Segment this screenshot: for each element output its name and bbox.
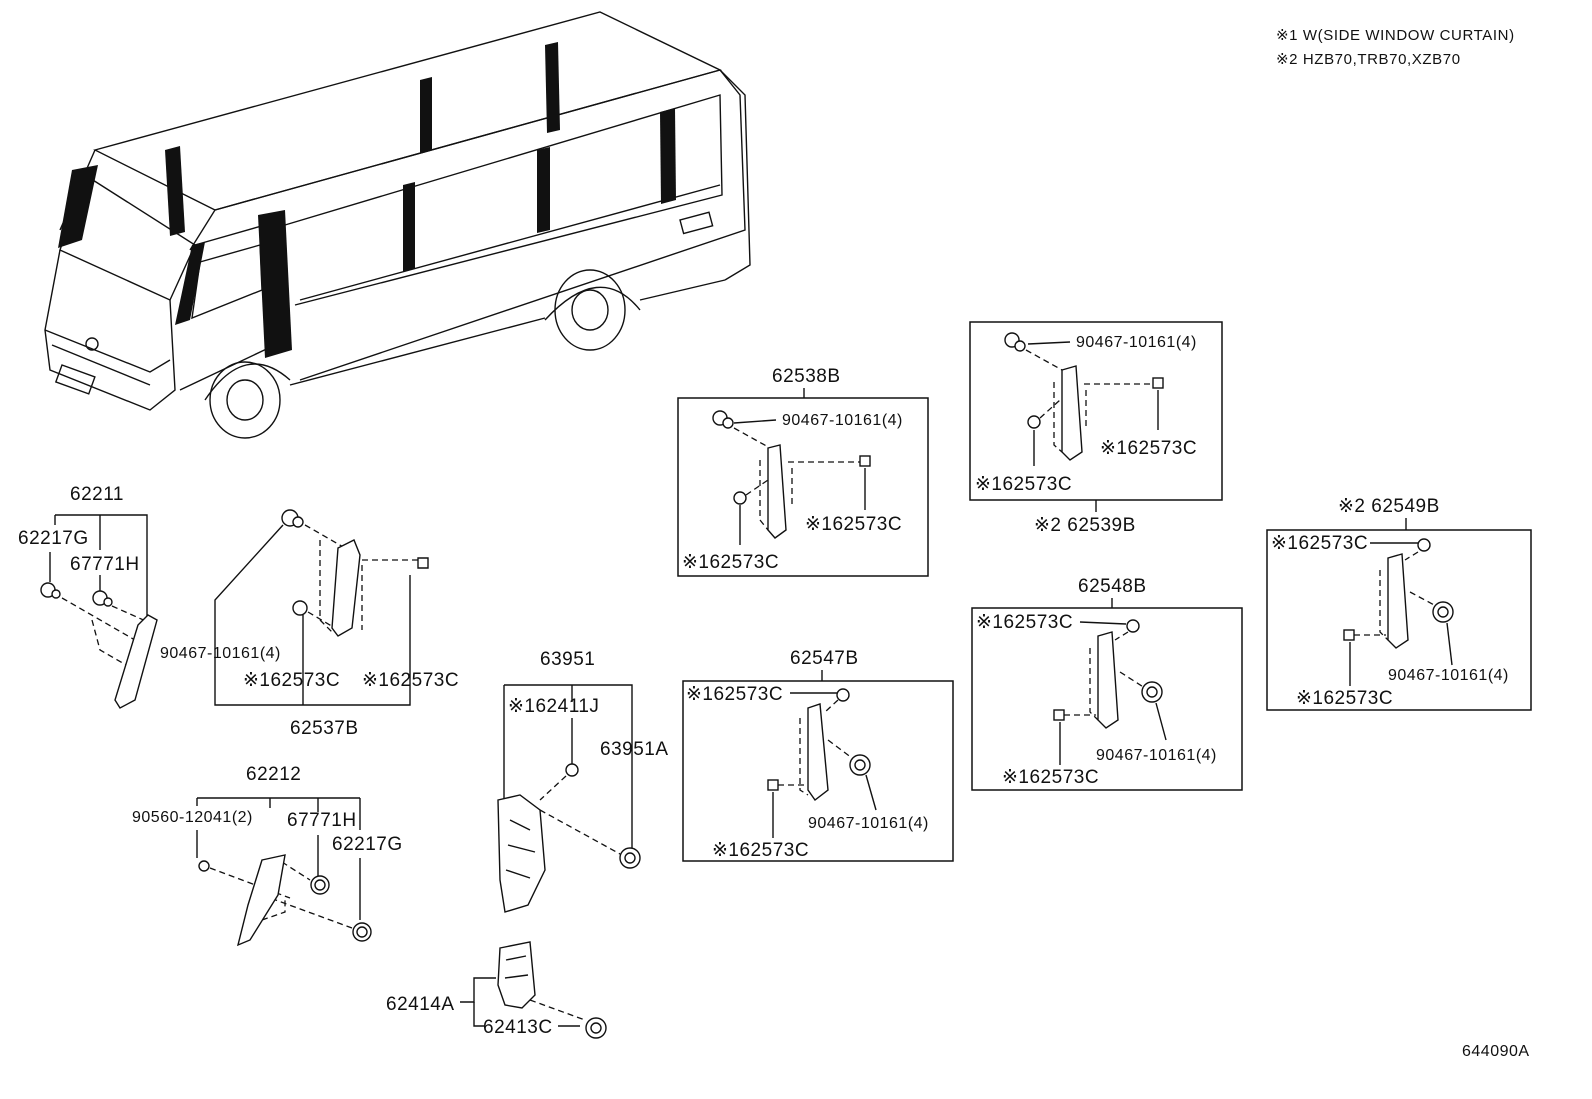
label-62573C-c1: ※162573C bbox=[686, 684, 783, 705]
pin-icon bbox=[767, 779, 779, 791]
label-62549B: ※2 62549B bbox=[1338, 496, 1440, 517]
group-62211: 62211 62217G 67771H bbox=[18, 484, 158, 709]
screw-icon bbox=[1141, 681, 1163, 703]
label-62573C-e2: ※162573C bbox=[1002, 767, 1099, 788]
label-90467-e: 90467-10161(4) bbox=[1096, 747, 1217, 764]
pin-icon bbox=[1152, 377, 1164, 389]
clip-icon bbox=[198, 860, 210, 872]
group-63951: 63951 ※162411J 63951A bbox=[497, 649, 669, 913]
group-62549B: ※2 62549B ※162573C 90467-10161(4) ※16257… bbox=[1266, 496, 1532, 711]
note-1: ※1 W(SIDE WINDOW CURTAIN) bbox=[1276, 27, 1515, 44]
label-62573C-d1: ※162573C bbox=[1100, 438, 1197, 459]
group-62548B: 62548B ※162573C 90467-10161(4) ※162573C bbox=[971, 576, 1243, 791]
label-62217G-a: 62217G bbox=[18, 528, 89, 549]
screw-icon bbox=[310, 875, 330, 895]
clip-icon bbox=[1004, 332, 1026, 352]
group-62414A: 62414A 62413C bbox=[386, 941, 607, 1039]
clip-icon bbox=[92, 590, 113, 607]
label-90467-a: 90467-10161(4) bbox=[160, 645, 281, 662]
label-62573C-c2: ※162573C bbox=[712, 840, 809, 861]
group-62538B: 62538B 90467-10161(4) ※162573C ※162573C bbox=[677, 366, 929, 577]
screw-icon bbox=[849, 754, 871, 776]
clip-icon bbox=[712, 410, 734, 429]
group-62547B: 62547B ※162573C 90467-10161(4) ※162573C bbox=[682, 648, 954, 862]
pin-icon bbox=[417, 557, 429, 569]
clip-icon bbox=[1027, 415, 1041, 429]
clip-icon bbox=[733, 491, 747, 505]
label-62217G-b: 62217G bbox=[332, 834, 403, 855]
pin-icon bbox=[859, 455, 871, 467]
label-62573C-b1: ※162573C bbox=[805, 514, 902, 535]
clip-icon bbox=[281, 509, 304, 528]
screw-icon bbox=[619, 847, 641, 869]
screw-icon bbox=[352, 922, 372, 942]
note-2: ※2 HZB70,TRB70,XZB70 bbox=[1276, 51, 1461, 68]
label-62573C-a1: ※162573C bbox=[243, 670, 340, 691]
pin-icon bbox=[1053, 709, 1065, 721]
label-62573C-e1: ※162573C bbox=[976, 612, 1073, 633]
clip-icon bbox=[1126, 619, 1140, 633]
label-62211: 62211 bbox=[70, 484, 124, 505]
bus-icon bbox=[44, 11, 751, 439]
label-67771H-b: 67771H bbox=[287, 810, 357, 831]
label-90467-d: 90467-10161(4) bbox=[1076, 334, 1197, 351]
illustration-id: 644090A bbox=[1462, 1043, 1530, 1060]
label-62548B: 62548B bbox=[1078, 576, 1147, 597]
clip-icon bbox=[292, 600, 308, 616]
label-62573C-f1: ※162573C bbox=[1271, 533, 1368, 554]
label-67771H-a: 67771H bbox=[70, 554, 140, 575]
label-62413C: 62413C bbox=[483, 1017, 553, 1038]
label-62537B: 62537B bbox=[290, 718, 359, 739]
label-62547B: 62547B bbox=[790, 648, 859, 669]
label-62573C-a2: ※162573C bbox=[362, 670, 459, 691]
clip-icon bbox=[40, 582, 61, 599]
label-62538B: 62538B bbox=[772, 366, 841, 387]
label-63951: 63951 bbox=[540, 649, 595, 670]
label-62414A: 62414A bbox=[386, 994, 455, 1015]
label-63951A: 63951A bbox=[600, 739, 669, 760]
label-62573C-d2: ※162573C bbox=[975, 474, 1072, 495]
group-62539B: 90467-10161(4) ※162573C ※162573C ※2 6253… bbox=[969, 321, 1223, 536]
label-62573C-f2: ※162573C bbox=[1296, 688, 1393, 709]
label-62573C-b2: ※162573C bbox=[682, 552, 779, 573]
screw-icon bbox=[585, 1017, 607, 1039]
label-62411J: ※162411J bbox=[508, 696, 599, 717]
label-90467-c: 90467-10161(4) bbox=[808, 815, 929, 832]
clip-icon bbox=[565, 763, 579, 777]
label-90467-f: 90467-10161(4) bbox=[1388, 667, 1509, 684]
clip-icon bbox=[1417, 538, 1431, 552]
group-62212: 62212 90560-12041(2) 67771H 62217G bbox=[132, 764, 403, 947]
label-90467-b: 90467-10161(4) bbox=[782, 412, 903, 429]
group-62537B: 90467-10161(4) ※162573C ※162573C 62537B bbox=[160, 509, 459, 739]
label-62212: 62212 bbox=[246, 764, 301, 785]
screw-icon bbox=[1432, 601, 1454, 623]
clip-icon bbox=[836, 688, 850, 702]
label-90560: 90560-12041(2) bbox=[132, 809, 253, 826]
label-62539B: ※2 62539B bbox=[1034, 515, 1136, 536]
pin-icon bbox=[1343, 629, 1355, 641]
